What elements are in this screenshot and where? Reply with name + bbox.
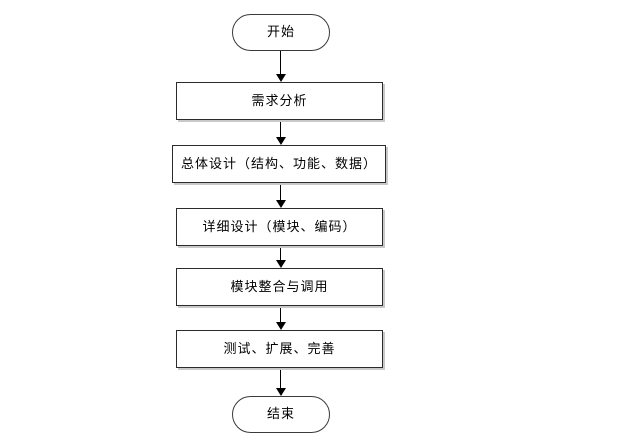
flow-node-step4[interactable]: 模块整合与调用 [176, 268, 383, 306]
arrowhead-down-icon [275, 388, 286, 396]
flow-node-step5[interactable]: 测试、扩展、完善 [176, 330, 383, 368]
flow-node-step1[interactable]: 需求分析 [176, 82, 383, 120]
flow-node-end[interactable]: 结束 [232, 396, 330, 433]
arrow-line [280, 183, 282, 201]
flow-node-label: 开始 [266, 25, 295, 40]
flow-node-label: 模块整合与调用 [230, 279, 329, 295]
arrow-line [280, 246, 282, 261]
flow-node-start[interactable]: 开始 [232, 14, 330, 51]
flow-node-step3[interactable]: 详细设计（模块、编码） [176, 208, 383, 246]
arrow-line [280, 368, 282, 389]
arrow-line [280, 120, 282, 138]
flow-node-label: 测试、扩展、完善 [223, 341, 336, 357]
flow-node-label: 详细设计（模块、编码） [202, 219, 357, 235]
flow-node-step2[interactable]: 总体设计（结构、功能、数据） [172, 145, 386, 183]
arrowhead-down-icon [275, 260, 286, 268]
arrowhead-down-icon [275, 322, 286, 330]
flow-node-label: 需求分析 [251, 93, 308, 109]
arrow-line [280, 306, 282, 323]
flow-node-label: 结束 [266, 407, 295, 422]
arrowhead-down-icon [275, 200, 286, 208]
arrow-line [280, 51, 282, 75]
arrowhead-down-icon [275, 137, 286, 145]
flow-node-label: 总体设计（结构、功能、数据） [180, 156, 377, 172]
arrowhead-down-icon [275, 74, 286, 82]
